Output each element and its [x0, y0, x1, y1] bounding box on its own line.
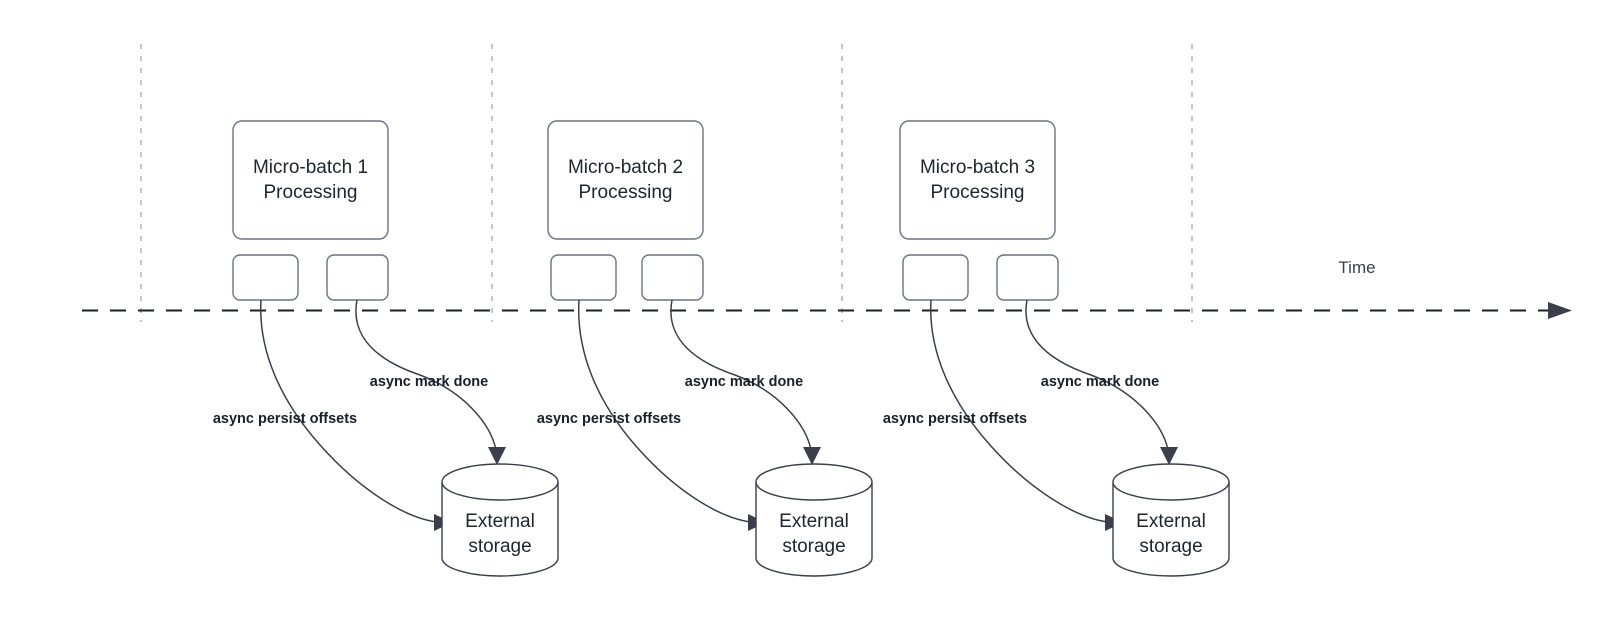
micro-batch-1-label-line1: Micro-batch 1	[253, 157, 368, 178]
time-axis	[82, 302, 1572, 319]
group-3-mark-done-edge	[1025, 299, 1169, 451]
micro-batch-3-label-line2: Processing	[931, 182, 1025, 203]
micro-batch-3-process-box[interactable]	[899, 120, 1056, 240]
group-3-external-storage-body[interactable]	[1112, 482, 1230, 577]
group-2-external-storage-label-line1: External	[779, 511, 849, 532]
group-1-persist-offsets-label: async persist offsets	[213, 411, 357, 427]
group-3-persist-offsets-edge	[929, 299, 1109, 523]
group-1-persist-offsets-edge	[259, 299, 438, 523]
group-3-task-persist-box[interactable]	[902, 254, 969, 301]
micro-batch-2-label-line1: Micro-batch 2	[568, 157, 683, 178]
group-2: Micro-batch 2 Processing async persist o…	[537, 120, 873, 577]
time-axis-arrowhead	[1548, 302, 1572, 319]
group-3-external-storage-label-line2: storage	[1139, 536, 1202, 557]
group-2-task-persist-box[interactable]	[550, 254, 617, 301]
group-1-mark-done-arrowhead	[488, 447, 506, 465]
group-1-mark-done-label: async mark done	[370, 374, 488, 390]
group-1-mark-done-edge	[355, 299, 497, 451]
group-1: Micro-batch 1 Processing async persist o…	[213, 120, 559, 577]
group-1-external-storage-label-line2: storage	[468, 536, 531, 557]
group-2-mark-done-edge	[670, 299, 812, 451]
group-1-external-storage-label-line1: External	[465, 511, 535, 532]
group-3-external-storage-top	[1112, 463, 1230, 501]
micro-batch-1-label-line2: Processing	[264, 182, 358, 203]
time-axis-label: Time	[1338, 258, 1375, 277]
group-1-task-persist-box[interactable]	[232, 254, 299, 301]
group-2-task-mark-box[interactable]	[641, 254, 704, 301]
micro-batch-2-process-box[interactable]	[547, 120, 704, 240]
group-2-persist-offsets-label: async persist offsets	[537, 411, 681, 427]
group-2-mark-done-label: async mark done	[685, 374, 803, 390]
group-1-external-storage-body[interactable]	[441, 482, 559, 577]
group-2-external-storage-top	[755, 463, 873, 501]
micro-batch-1-process-box[interactable]	[232, 120, 389, 240]
group-3-external-storage-label-line1: External	[1136, 511, 1206, 532]
group-3-mark-done-arrowhead	[1160, 447, 1178, 465]
group-2-external-storage-label-line2: storage	[782, 536, 845, 557]
group-3-persist-offsets-label: async persist offsets	[883, 411, 1027, 427]
group-2-mark-done-arrowhead	[803, 447, 821, 465]
group-3: Micro-batch 3 Processing async persist o…	[883, 120, 1230, 577]
group-1-external-storage-top	[441, 463, 559, 501]
group-2-persist-offsets-edge	[577, 299, 752, 523]
timeline-ticks	[140, 44, 1193, 322]
micro-batch-2-label-line2: Processing	[579, 182, 673, 203]
group-2-external-storage-body[interactable]	[755, 482, 873, 577]
group-1-task-mark-box[interactable]	[326, 254, 389, 301]
group-3-task-mark-box[interactable]	[996, 254, 1059, 301]
micro-batch-3-label-line1: Micro-batch 3	[920, 157, 1035, 178]
group-3-mark-done-label: async mark done	[1041, 374, 1159, 390]
